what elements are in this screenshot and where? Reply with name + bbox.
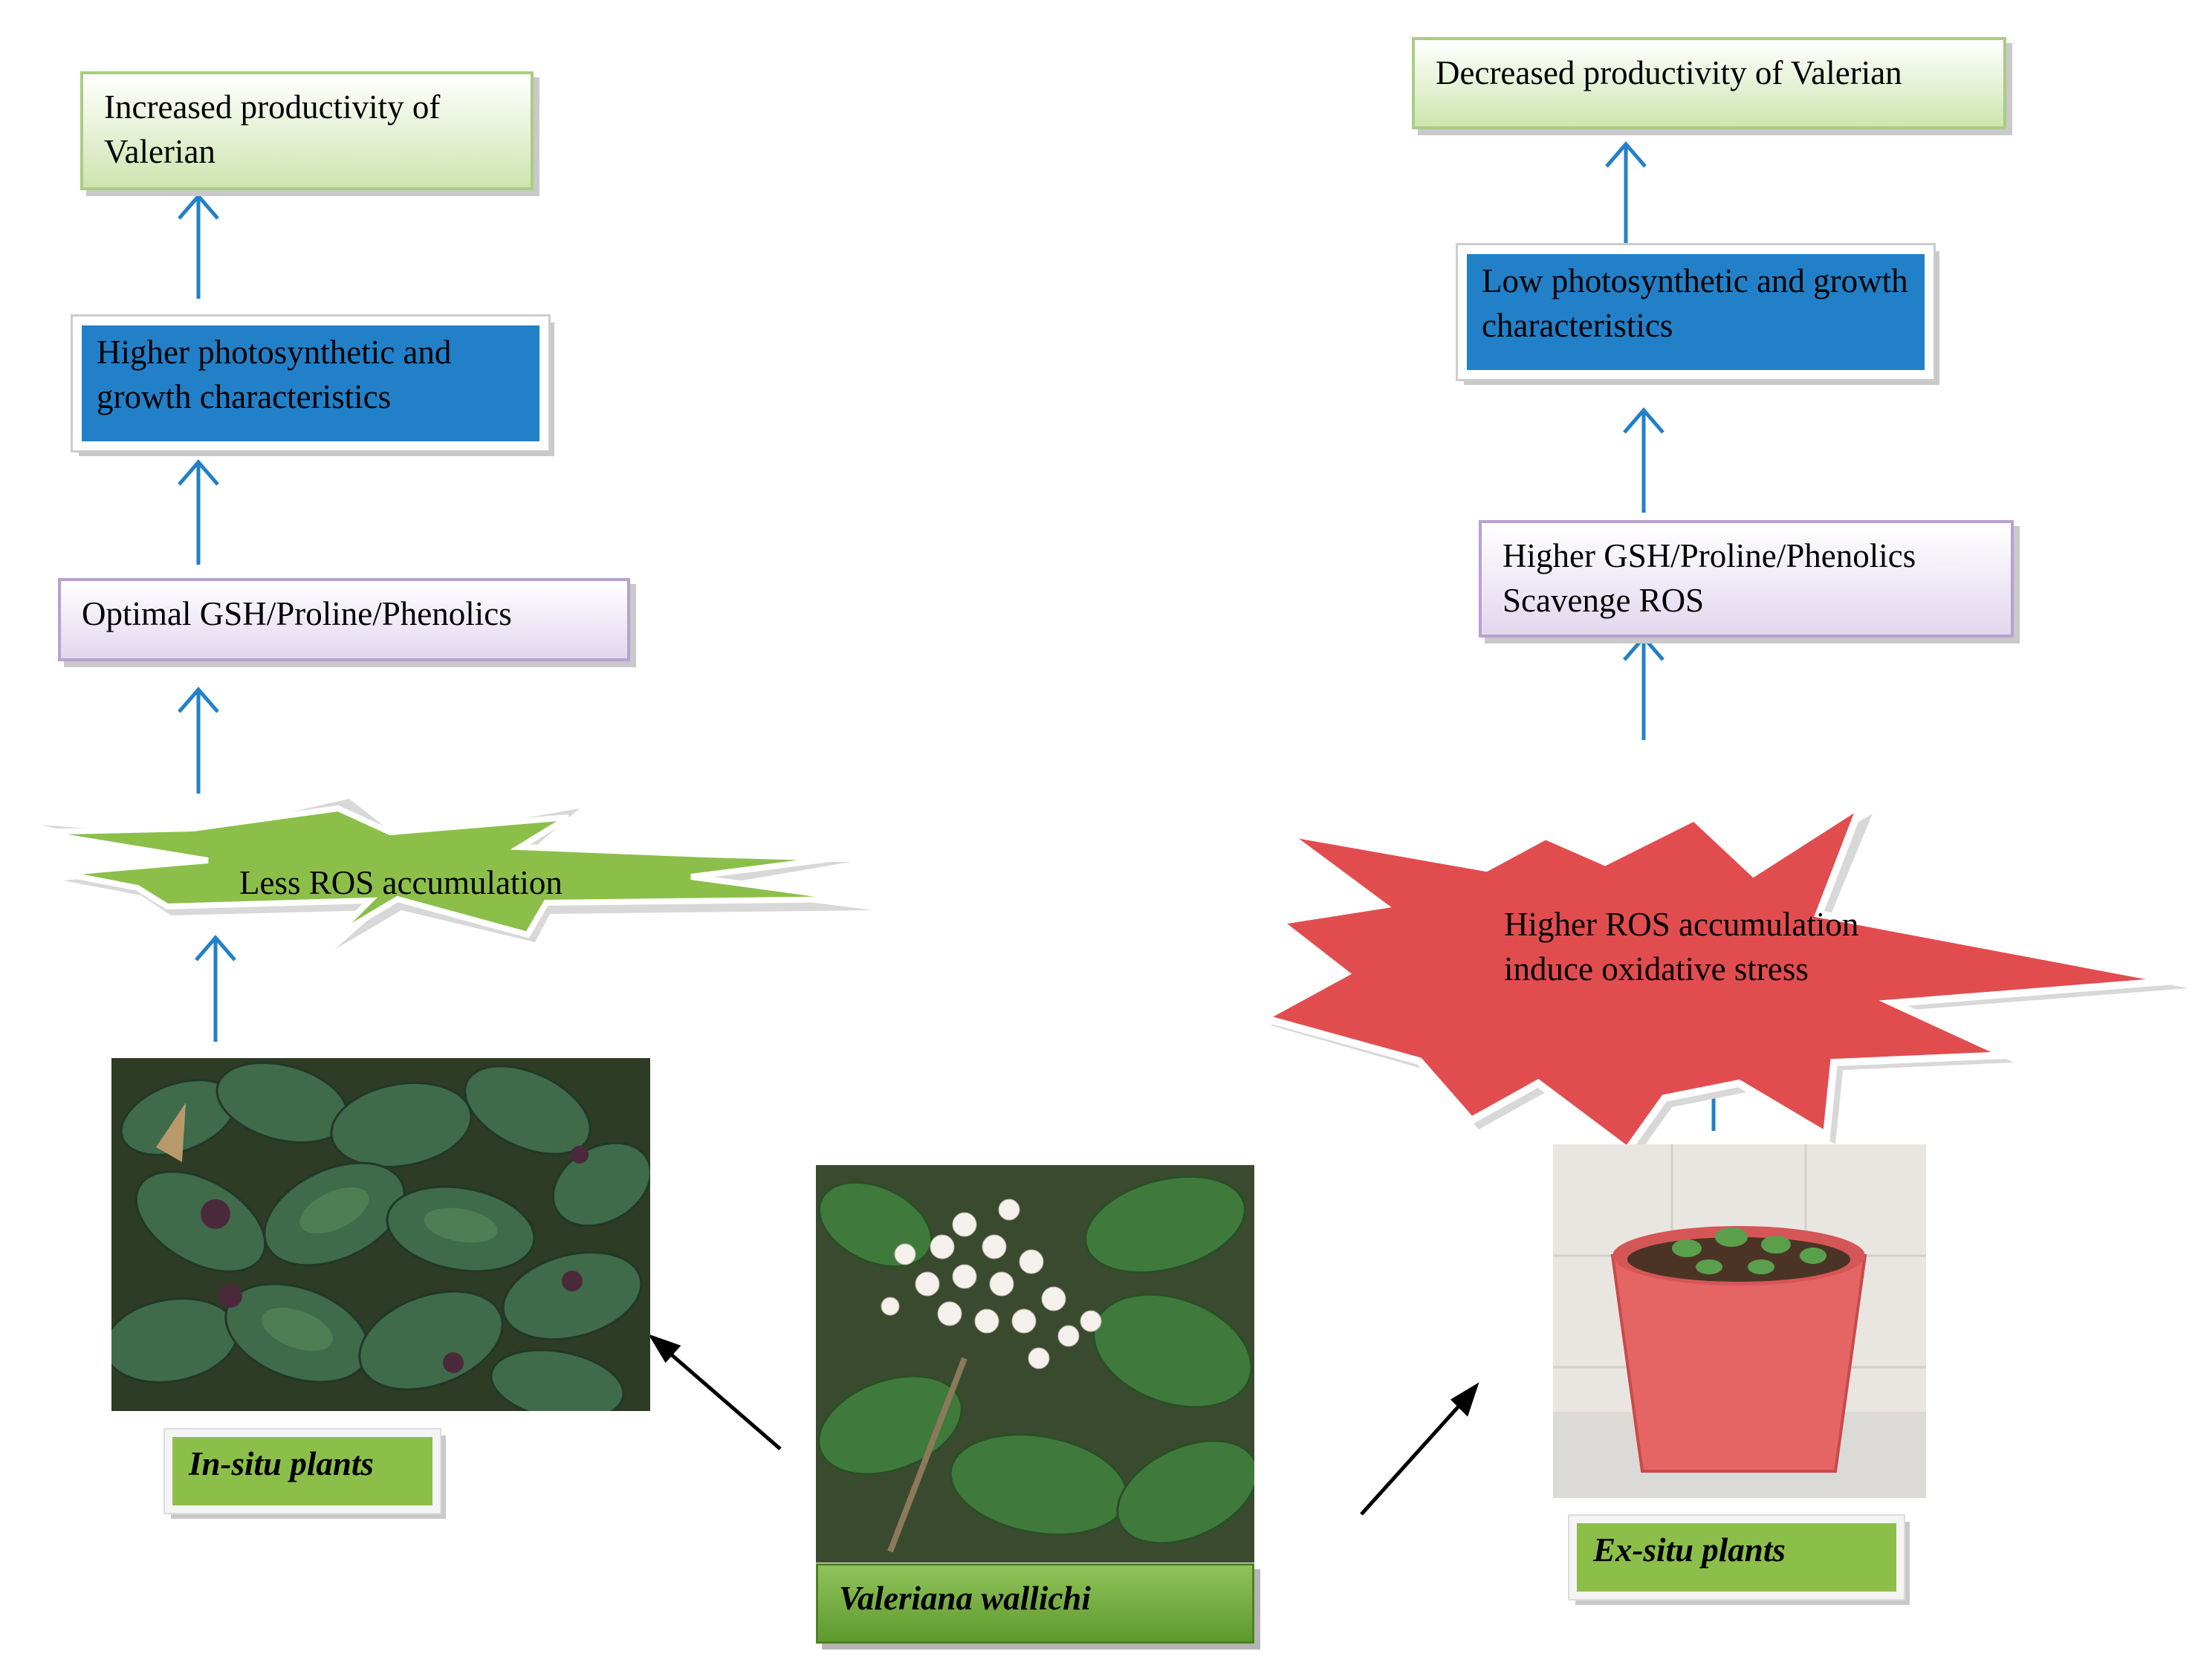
right-productivity-box: Decreased productivity of Valerian xyxy=(1412,37,2006,129)
arrow-photosynthetic-to-productivity-right xyxy=(1605,141,1647,248)
left-antioxidant-text: Optimal GSH/Proline/Phenolics xyxy=(82,595,512,632)
right-ros-text: Higher ROS accumulation induce oxidative… xyxy=(1504,902,1858,991)
insitu-label-text: In-situ plants xyxy=(189,1445,374,1482)
insitu-photo-illustration xyxy=(111,1058,650,1411)
right-antioxidant-line2: Scavenge ROS xyxy=(1503,582,1705,619)
arrow-ros-to-antioxidants-right xyxy=(1623,635,1664,740)
right-photosynthetic-text: Low photosynthetic and growth characteri… xyxy=(1482,262,1908,344)
arrow-to-exsitu xyxy=(1360,1382,1479,1516)
right-antioxidant-box: Higher GSH/Proline/Phenolics Scavenge RO… xyxy=(1479,520,2014,638)
valeriana-photo xyxy=(816,1165,1254,1563)
left-productivity-text: Increased productivity of Valerian xyxy=(104,88,441,170)
left-arrows xyxy=(178,193,236,1042)
exsitu-plants-photo xyxy=(1553,1144,1926,1498)
right-antioxidant-line1: Higher GSH/Proline/Phenolics xyxy=(1503,537,1916,574)
exsitu-photo-illustration xyxy=(1553,1144,1926,1498)
right-productivity-text: Decreased productivity of Valerian xyxy=(1436,54,1902,91)
arrow-plants-to-ros-left xyxy=(195,935,236,1042)
valeriana-photo-illustration xyxy=(816,1165,1254,1563)
right-ros-line2: induce oxidative stress xyxy=(1504,950,1809,987)
right-photosynthetic-box: Low photosynthetic and growth characteri… xyxy=(1456,243,1936,381)
ros-burst-right xyxy=(1253,794,2188,1159)
left-antioxidant-box: Optimal GSH/Proline/Phenolics xyxy=(58,578,630,661)
species-label-text: Valeriana wallichi xyxy=(839,1580,1091,1617)
left-productivity-box: Increased productivity of Valerian xyxy=(80,71,534,190)
exsitu-label-text: Ex-situ plants xyxy=(1593,1531,1786,1569)
arrow-antioxidants-to-photosynthetic-left xyxy=(178,459,219,565)
left-photosynthetic-text: Higher photosynthetic and growth charact… xyxy=(97,334,452,415)
arrow-ros-to-antioxidants-left xyxy=(178,687,219,794)
exsitu-label-box: Ex-situ plants xyxy=(1568,1514,1905,1600)
insitu-label-box: In-situ plants xyxy=(163,1428,441,1514)
species-label-box: Valeriana wallichi xyxy=(816,1563,1254,1644)
left-ros-text: Less ROS accumulation xyxy=(239,864,563,901)
arrow-antioxidants-to-photosynthetic-right xyxy=(1623,407,1664,513)
right-ros-line1: Higher ROS accumulation xyxy=(1504,906,1859,943)
arrow-to-insitu xyxy=(648,1334,782,1450)
left-photosynthetic-box: Higher photosynthetic and growth charact… xyxy=(71,314,551,453)
black-arrows xyxy=(648,1334,1479,1516)
insitu-plants-photo xyxy=(111,1058,650,1411)
ros-burst-left xyxy=(35,799,873,950)
arrow-photosynthetic-to-productivity-left xyxy=(178,193,219,299)
